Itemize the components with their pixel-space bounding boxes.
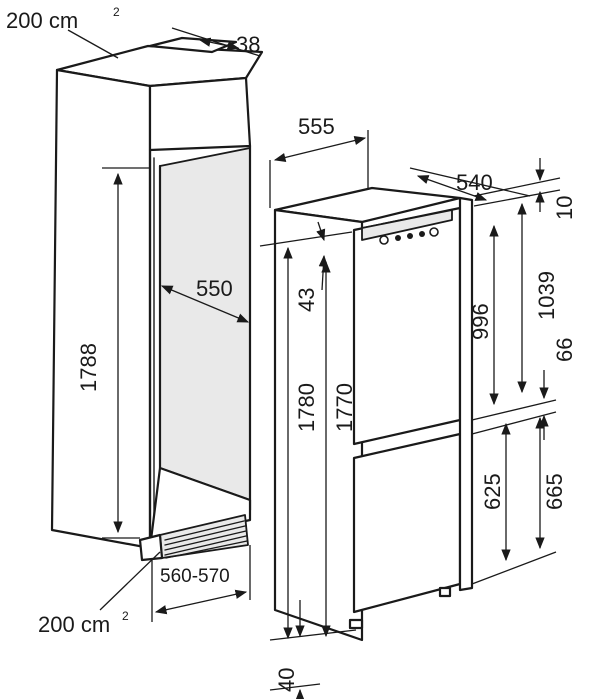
label-vent-area-top-superscript: 2 (113, 5, 120, 19)
upper-door (352, 206, 462, 446)
label-upper-section-height: 1039 (534, 271, 559, 320)
cabinet-niche (50, 36, 264, 562)
appliance-right-edge (458, 196, 474, 592)
control-panel (361, 209, 453, 241)
label-niche-width: 560-570 (160, 566, 230, 587)
label-appliance-width: 555 (298, 114, 335, 139)
dimension-labels: 200 cm 2 38 1788 550 560-570 200 cm 2 55… (6, 5, 577, 692)
label-appliance-depth: 540 (456, 170, 493, 195)
appliance-left-side (273, 208, 364, 642)
label-hinge-offset: 43 (294, 288, 319, 312)
cabinet-front-top-panel (148, 76, 252, 152)
label-lower-door-height: 625 (480, 473, 505, 510)
control-button-icon (395, 235, 401, 241)
label-bottom-clearance: 40 (274, 668, 299, 692)
control-knob-icon (379, 235, 389, 245)
label-niche-depth: 550 (196, 276, 233, 301)
vent-grille (159, 514, 249, 559)
label-lower-section-height: 665 (542, 473, 567, 510)
label-top-gap: 10 (552, 196, 577, 220)
control-knob-icon (429, 227, 439, 237)
label-niche-height: 1788 (76, 343, 101, 392)
lower-door (352, 432, 462, 614)
control-button-icon (419, 231, 425, 237)
cabinet-inner-back (159, 147, 251, 501)
cabinet-left-side (50, 68, 152, 550)
label-vent-area-top: 200 cm (6, 8, 78, 33)
label-appliance-height-total: 1780 (294, 383, 319, 432)
plinth-corner (138, 533, 164, 562)
cabinet-dimensions (67, 27, 261, 622)
label-appliance-height-body: 1770 (332, 383, 357, 432)
appliance (273, 186, 474, 642)
appliance-dimensions (259, 130, 561, 699)
appliance-foot (348, 618, 364, 630)
control-button-icon (407, 233, 413, 239)
appliance-foot (438, 586, 452, 598)
label-upper-door-height: 996 (468, 303, 493, 340)
label-vent-area-bottom-superscript: 2 (122, 609, 129, 623)
label-vent-area-bottom: 200 cm (38, 612, 110, 637)
label-plinth-top-depth: 38 (236, 32, 260, 57)
label-door-gap: 66 (552, 338, 577, 362)
